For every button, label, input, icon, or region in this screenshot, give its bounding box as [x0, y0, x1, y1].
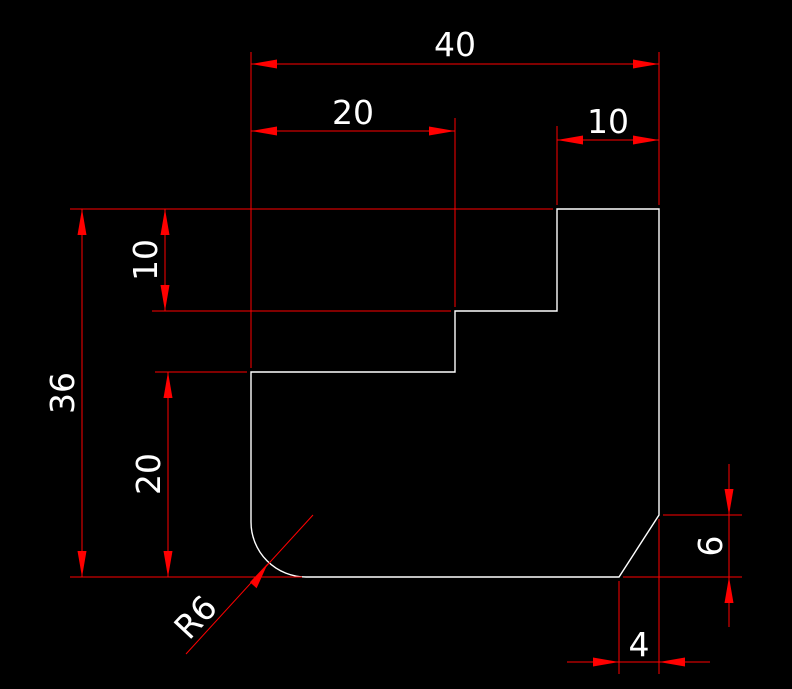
arrow-10h-left [557, 135, 583, 145]
dim-leader-r6 [185, 514, 314, 655]
arrow-20v-bottom [163, 551, 173, 577]
dimension-overall-width: 40 [251, 25, 659, 69]
arrow-20h-left [251, 126, 277, 136]
arrow-6v-top [724, 489, 734, 515]
arrow-20h-right [429, 126, 455, 136]
arrow-6v-bottom [724, 577, 734, 603]
dim-text-top-step-height: 10 [126, 239, 165, 281]
dim-text-top-step-width: 10 [587, 102, 629, 141]
dim-text-lower-step-width: 20 [332, 93, 374, 132]
dimension-top-step-height: 10 [126, 209, 170, 311]
arrow-40-right [633, 59, 659, 69]
part-profile [250, 208, 660, 578]
dim-text-lower-height: 20 [129, 453, 168, 495]
arrow-10v-top [160, 209, 170, 235]
dimension-lower-height: 20 [129, 372, 173, 577]
dimension-top-step-width: 10 [557, 102, 659, 145]
dimension-lower-step-width: 20 [251, 93, 455, 136]
dimension-overall-height: 36 [43, 209, 87, 577]
dim-text-overall-height: 36 [43, 372, 82, 414]
arrow-4h-right [659, 657, 685, 667]
extension-lines [70, 52, 742, 674]
arrow-4h-left [593, 657, 619, 667]
dimension-chamfer-vertical: 6 [691, 464, 734, 627]
arrow-20v-top [163, 372, 173, 398]
arrow-36-bottom [77, 551, 87, 577]
arrow-36-top [77, 209, 87, 235]
arrow-10v-bottom [160, 285, 170, 311]
dimension-chamfer-horizontal: 4 [567, 625, 710, 667]
part-outline [250, 208, 660, 578]
arrow-10h-right [633, 135, 659, 145]
dimension-fillet-radius: R6 [166, 514, 314, 655]
arrow-40-left [251, 59, 277, 69]
dim-text-chamfer-horizontal: 4 [629, 625, 650, 664]
dim-text-fillet-radius: R6 [166, 588, 224, 647]
arrow-r6 [249, 563, 268, 589]
dim-text-chamfer-vertical: 6 [691, 536, 730, 557]
dim-text-overall-width: 40 [434, 25, 476, 64]
